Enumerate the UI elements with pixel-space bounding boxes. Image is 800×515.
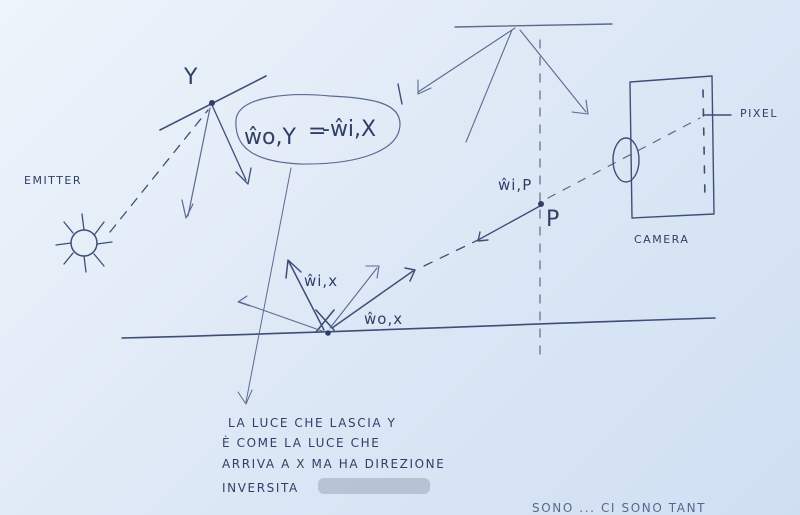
- wi-x-ray: [288, 261, 325, 331]
- top-ray-right: [519, 29, 587, 113]
- emitter-dashed-ray: [109, 109, 209, 233]
- bubble-tail-mark: [397, 83, 403, 105]
- y-label: Y: [183, 65, 198, 90]
- y-ray-right: [211, 104, 247, 181]
- top-ray-left-head: [417, 79, 432, 95]
- wi-x-label: ŵi,x: [304, 272, 338, 290]
- top-ray-right-head: [571, 99, 589, 115]
- camera-icon: [612, 75, 732, 219]
- emitter-sun-icon: [55, 213, 113, 273]
- x-ray-up: [329, 267, 378, 329]
- y-ray-to-ground-head: [237, 389, 253, 405]
- note-line-3: ARRIVA A X MA HA DIREZIONE: [222, 457, 445, 471]
- x-ray-left: [239, 301, 326, 333]
- p-point-dot: [538, 201, 544, 207]
- p-ray: [477, 205, 541, 241]
- x-ray-up-head: [365, 265, 380, 279]
- top-surface-line: [454, 23, 613, 28]
- p-label: P: [546, 207, 559, 232]
- wo-x-ray-head: [404, 267, 416, 282]
- p-ray-head: [477, 231, 489, 242]
- camera-label: CAMERA: [634, 233, 689, 246]
- top-ray-down: [465, 29, 513, 143]
- equation-right: -ŵi,X: [322, 117, 376, 142]
- equation-left: ŵo,Y: [244, 125, 296, 150]
- y-point-dot: [209, 100, 215, 106]
- y-ray-down: [187, 107, 211, 217]
- equation-bubble: [235, 94, 401, 165]
- emitter-label: EMITTER: [24, 174, 82, 187]
- wo-x-ray: [331, 270, 414, 329]
- p-to-camera-dashed: [547, 117, 701, 199]
- y-ray-right-head: [235, 167, 252, 185]
- x-ray-left-head: [237, 295, 251, 307]
- pixel-label: PIXEL: [740, 107, 778, 120]
- y-ray-to-ground: [245, 167, 292, 403]
- note-line-4: INVERSITA: [222, 481, 299, 495]
- y-ray-down-head: [181, 199, 194, 219]
- wi-p-label: ŵi,P: [498, 176, 532, 194]
- x-to-p-dashed: [423, 239, 479, 267]
- equation-equals: =: [308, 119, 326, 144]
- x-point-dot: [325, 330, 331, 336]
- note-cutoff-line: SONO ... CI SONO TANT: [532, 501, 706, 515]
- wo-x-label: ŵo,x: [364, 310, 403, 328]
- top-ray-left: [417, 27, 516, 93]
- note-line-2: È COME LA LUCE CHE: [222, 435, 380, 450]
- wi-x-ray-head: [285, 259, 302, 279]
- note-line-1: LA LUCE CHE LASCIA Y: [228, 416, 397, 430]
- redacted-blur: [318, 478, 430, 494]
- ground-line: [121, 317, 716, 339]
